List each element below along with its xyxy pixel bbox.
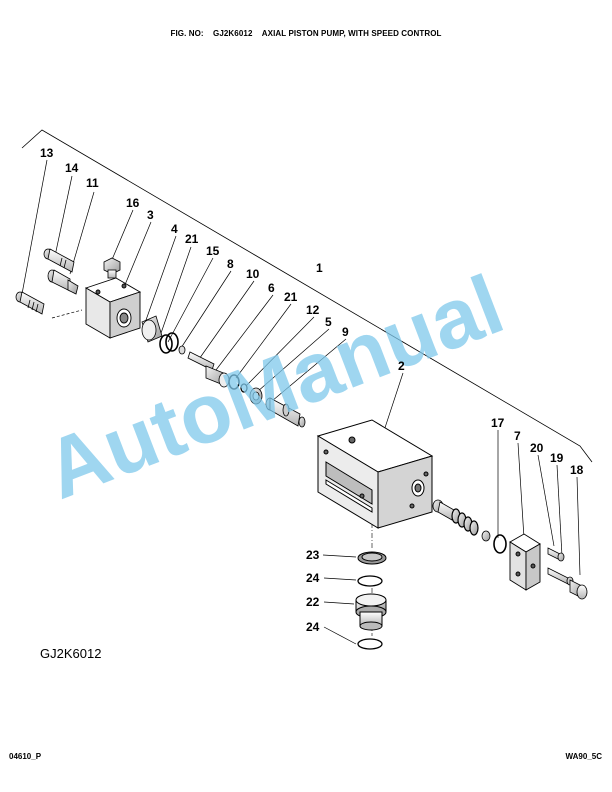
callout-11: 11 — [86, 176, 99, 190]
cap-right — [481, 530, 491, 542]
callout-5: 5 — [325, 315, 332, 329]
callout-9: 9 — [342, 325, 349, 339]
leader-lines — [21, 159, 581, 645]
screw-19 — [547, 567, 574, 586]
bolt-13 — [15, 291, 45, 315]
callout-23: 23 — [306, 548, 320, 562]
callout-18: 18 — [570, 463, 584, 477]
callout-21a: 21 — [185, 232, 199, 246]
o-ring-17 — [493, 534, 507, 554]
callout-7: 7 — [514, 429, 521, 443]
callout-6: 6 — [268, 281, 275, 295]
seal-24b — [357, 638, 383, 650]
o-ring-21b — [228, 374, 240, 390]
callout-21b: 21 — [284, 290, 298, 304]
callout-labels: 13 14 11 16 3 4 21 15 8 10 6 21 12 5 9 1… — [40, 146, 584, 634]
screw-20 — [547, 547, 565, 562]
callout-19: 19 — [550, 451, 564, 465]
fig-code: GJ2K6012 — [213, 29, 253, 38]
callout-4: 4 — [171, 222, 178, 236]
header: FIG. NO: GJ2K6012 AXIAL PISTON PUMP, WIT… — [0, 29, 612, 38]
fig-label: FIG. NO: — [170, 29, 204, 38]
callout-8: 8 — [227, 257, 234, 271]
callout-3: 3 — [147, 208, 154, 222]
callout-2: 2 — [398, 359, 405, 373]
assembly-bracket — [21, 129, 593, 463]
cover-plate-7 — [509, 533, 541, 591]
main-housing-2 — [316, 419, 434, 529]
washer-8 — [178, 345, 186, 355]
callout-10: 10 — [246, 267, 260, 281]
callout-12: 12 — [306, 303, 320, 317]
ring-12 — [240, 383, 248, 393]
fig-title: AXIAL PISTON PUMP, WITH SPEED CONTROL — [261, 29, 442, 38]
callout-13: 13 — [40, 146, 54, 160]
o-ring-21a — [159, 332, 179, 354]
plug-16 — [103, 257, 121, 279]
plug-22 — [355, 593, 387, 631]
figure-id: GJ2K6012 — [40, 646, 102, 661]
plug-18 — [569, 579, 588, 600]
footer-right-code: WA90_5C — [565, 752, 602, 761]
spool-9 — [265, 397, 306, 428]
spring — [451, 508, 479, 536]
housing-block-3 — [84, 277, 142, 339]
callout-24b: 24 — [306, 620, 320, 634]
callout-16: 16 — [126, 196, 140, 210]
spool-right — [432, 499, 455, 521]
callout-24a: 24 — [306, 571, 320, 585]
bolt-14 — [43, 248, 75, 273]
callout-15: 15 — [206, 244, 220, 258]
disc-5 — [249, 387, 263, 405]
callout-20: 20 — [530, 441, 544, 455]
filter-23 — [357, 551, 387, 565]
fitting-11 — [47, 269, 79, 295]
callout-22: 22 — [306, 595, 320, 609]
callout-17: 17 — [491, 416, 505, 430]
callout-14: 14 — [65, 161, 79, 175]
cylinder-4 — [141, 315, 163, 343]
footer-left-code: 04610_P — [9, 752, 42, 761]
callout-1: 1 — [316, 261, 323, 275]
seal-24a — [357, 575, 383, 587]
